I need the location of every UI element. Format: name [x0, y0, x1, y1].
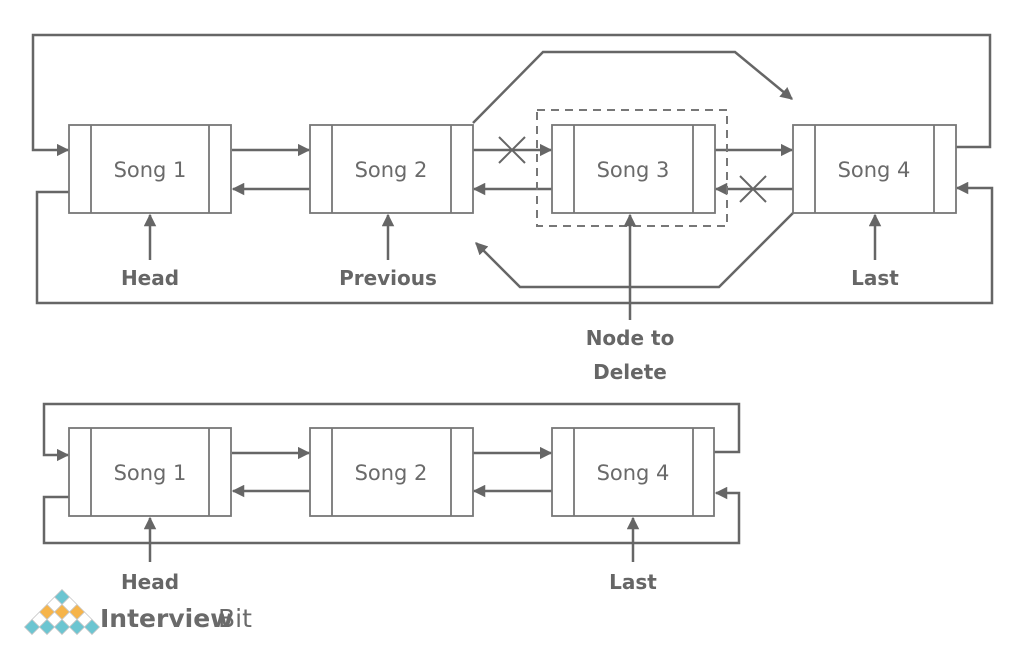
last-label: Last	[851, 266, 899, 290]
node-to-delete-highlight	[536, 109, 728, 227]
node-label: Song 1	[114, 461, 187, 485]
node-label: Song 2	[355, 158, 428, 182]
removed-link-cross-icon	[739, 175, 767, 203]
brand-name-bold: Interview	[100, 604, 233, 633]
node-song-3[interactable]: Song 3	[551, 124, 716, 214]
node-song-4[interactable]: Song 4	[551, 427, 715, 517]
logo-diamond	[83, 618, 101, 636]
logo-pyramid-icon	[23, 588, 101, 636]
node-label: Song 1	[114, 158, 187, 182]
link-last-to-head-top	[31, 33, 992, 157]
head-label: Head	[121, 570, 179, 594]
before-deletion-diagram: Song 1 Song 2 Song 3 Song 4 Head Previou…	[31, 33, 994, 384]
node-song-1[interactable]: Song 1	[68, 427, 232, 517]
node-to-delete-label-line1: Node to	[586, 326, 675, 350]
head-label: Head	[121, 266, 179, 290]
previous-label: Previous	[339, 266, 437, 290]
logo-diamond	[68, 618, 86, 636]
removed-link-cross-icon	[498, 136, 526, 164]
brand-name-regular: Bit	[218, 604, 252, 633]
node-label: Song 4	[597, 461, 670, 485]
logo-diamond	[53, 618, 71, 636]
node-label: Song 2	[355, 461, 428, 485]
link-head-to-last-bottom	[35, 181, 994, 305]
node-to-delete-label-line2: Delete	[593, 360, 667, 384]
last-label: Last	[609, 570, 657, 594]
logo-diamond	[23, 618, 41, 636]
node-song-1[interactable]: Song 1	[68, 124, 232, 214]
node-label: Song 3	[597, 158, 670, 182]
after-deletion-diagram: Song 1 Song 2 Song 4 Head Last	[42, 402, 741, 594]
node-song-2[interactable]: Song 2	[309, 124, 474, 214]
interviewbit-logo: Interview Bit	[23, 588, 252, 636]
link-last-to-head-top	[42, 402, 741, 462]
node-song-4[interactable]: Song 4	[792, 124, 957, 214]
node-label: Song 4	[838, 158, 911, 182]
logo-diamond	[38, 618, 56, 636]
link-song4-to-song2-new	[475, 212, 794, 289]
link-head-to-last-bottom	[42, 486, 741, 545]
node-song-2[interactable]: Song 2	[309, 427, 474, 517]
link-song2-to-song4-new	[472, 50, 793, 124]
